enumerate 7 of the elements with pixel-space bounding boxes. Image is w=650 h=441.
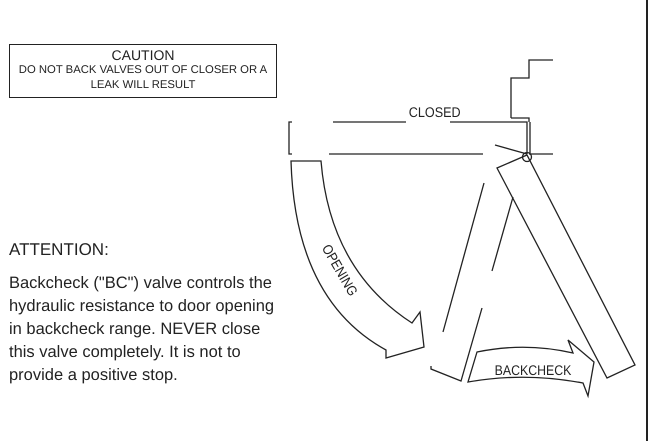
warning-text: DO NOT BACK VALVES OUT OF CLOSER OR A LEAK WILL RESULT [18, 63, 268, 93]
attention-heading: ATTENTION: [9, 240, 109, 260]
caution-box [9, 44, 277, 98]
state-label: CLOSED [407, 104, 462, 120]
warning-heading: CAUTION [110, 48, 176, 63]
attention-text: Backcheck ("BC") valve controls the hydraulic resistance to door opening in backcheck range. NEVER close this valve completely. It is not to provide a positive stop. [9, 273, 276, 386]
arrow-label: BACKCHECK [494, 363, 572, 377]
